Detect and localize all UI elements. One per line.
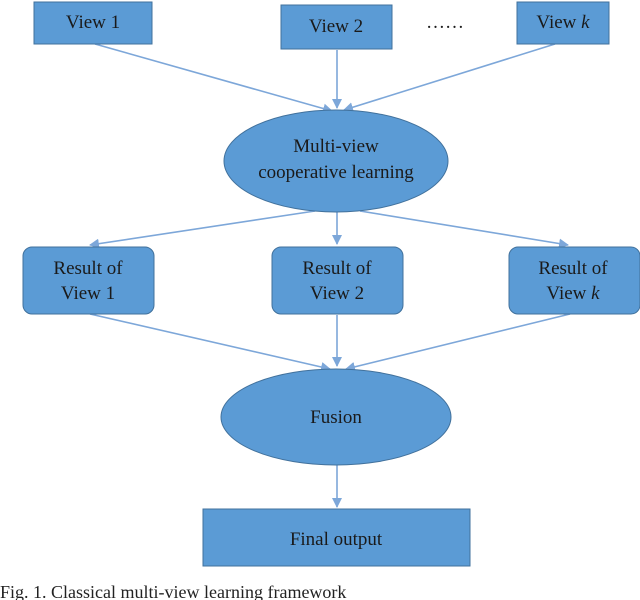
node-result-view-2: Result of View 2 [271,246,404,315]
view-k-variable: k [581,12,590,33]
result-k-prefix: View [546,283,591,304]
final-output-label: Final output [290,529,383,550]
node-result-view-1: Result of View 1 [22,246,155,315]
edge-view1-to-learning [94,43,333,114]
edge-result1-to-fusion [89,313,331,372]
ellipsis-label: …… [426,12,464,33]
view-2-label: View 2 [309,16,363,37]
result-k-line-2: View k [546,283,600,304]
result-2-line-2: View 2 [310,283,364,304]
edges [89,43,571,508]
result-k-variable: k [591,283,600,304]
node-final-output: Final output [202,508,471,567]
view-k-prefix: View [536,12,581,33]
edge-resultk-to-fusion [345,313,571,372]
node-fusion: Fusion [220,368,452,466]
edge-learning-to-resultk [359,210,569,249]
node-cooperative-learning: Multi-view cooperative learning [223,109,449,213]
node-view-k: View k [516,1,610,45]
result-k-line-1: Result of [538,258,608,279]
view-1-label: View 1 [66,12,120,33]
learning-line-1: Multi-view [293,136,379,157]
edge-learning-to-result1 [89,210,316,249]
figure-caption: Fig. 1. Classical multi-view learning fr… [0,582,347,600]
edge-viewk-to-learning [343,43,556,113]
node-view-2: View 2 [280,4,393,50]
result-1-line-2: View 1 [61,283,115,304]
view-k-label: View k [536,12,590,33]
node-result-view-k: Result of View k [508,246,640,315]
fusion-label: Fusion [310,407,362,428]
result-2-line-1: Result of [302,258,372,279]
learning-line-2: cooperative learning [258,162,414,183]
result-1-line-1: Result of [53,258,123,279]
node-view-1: View 1 [33,1,153,45]
